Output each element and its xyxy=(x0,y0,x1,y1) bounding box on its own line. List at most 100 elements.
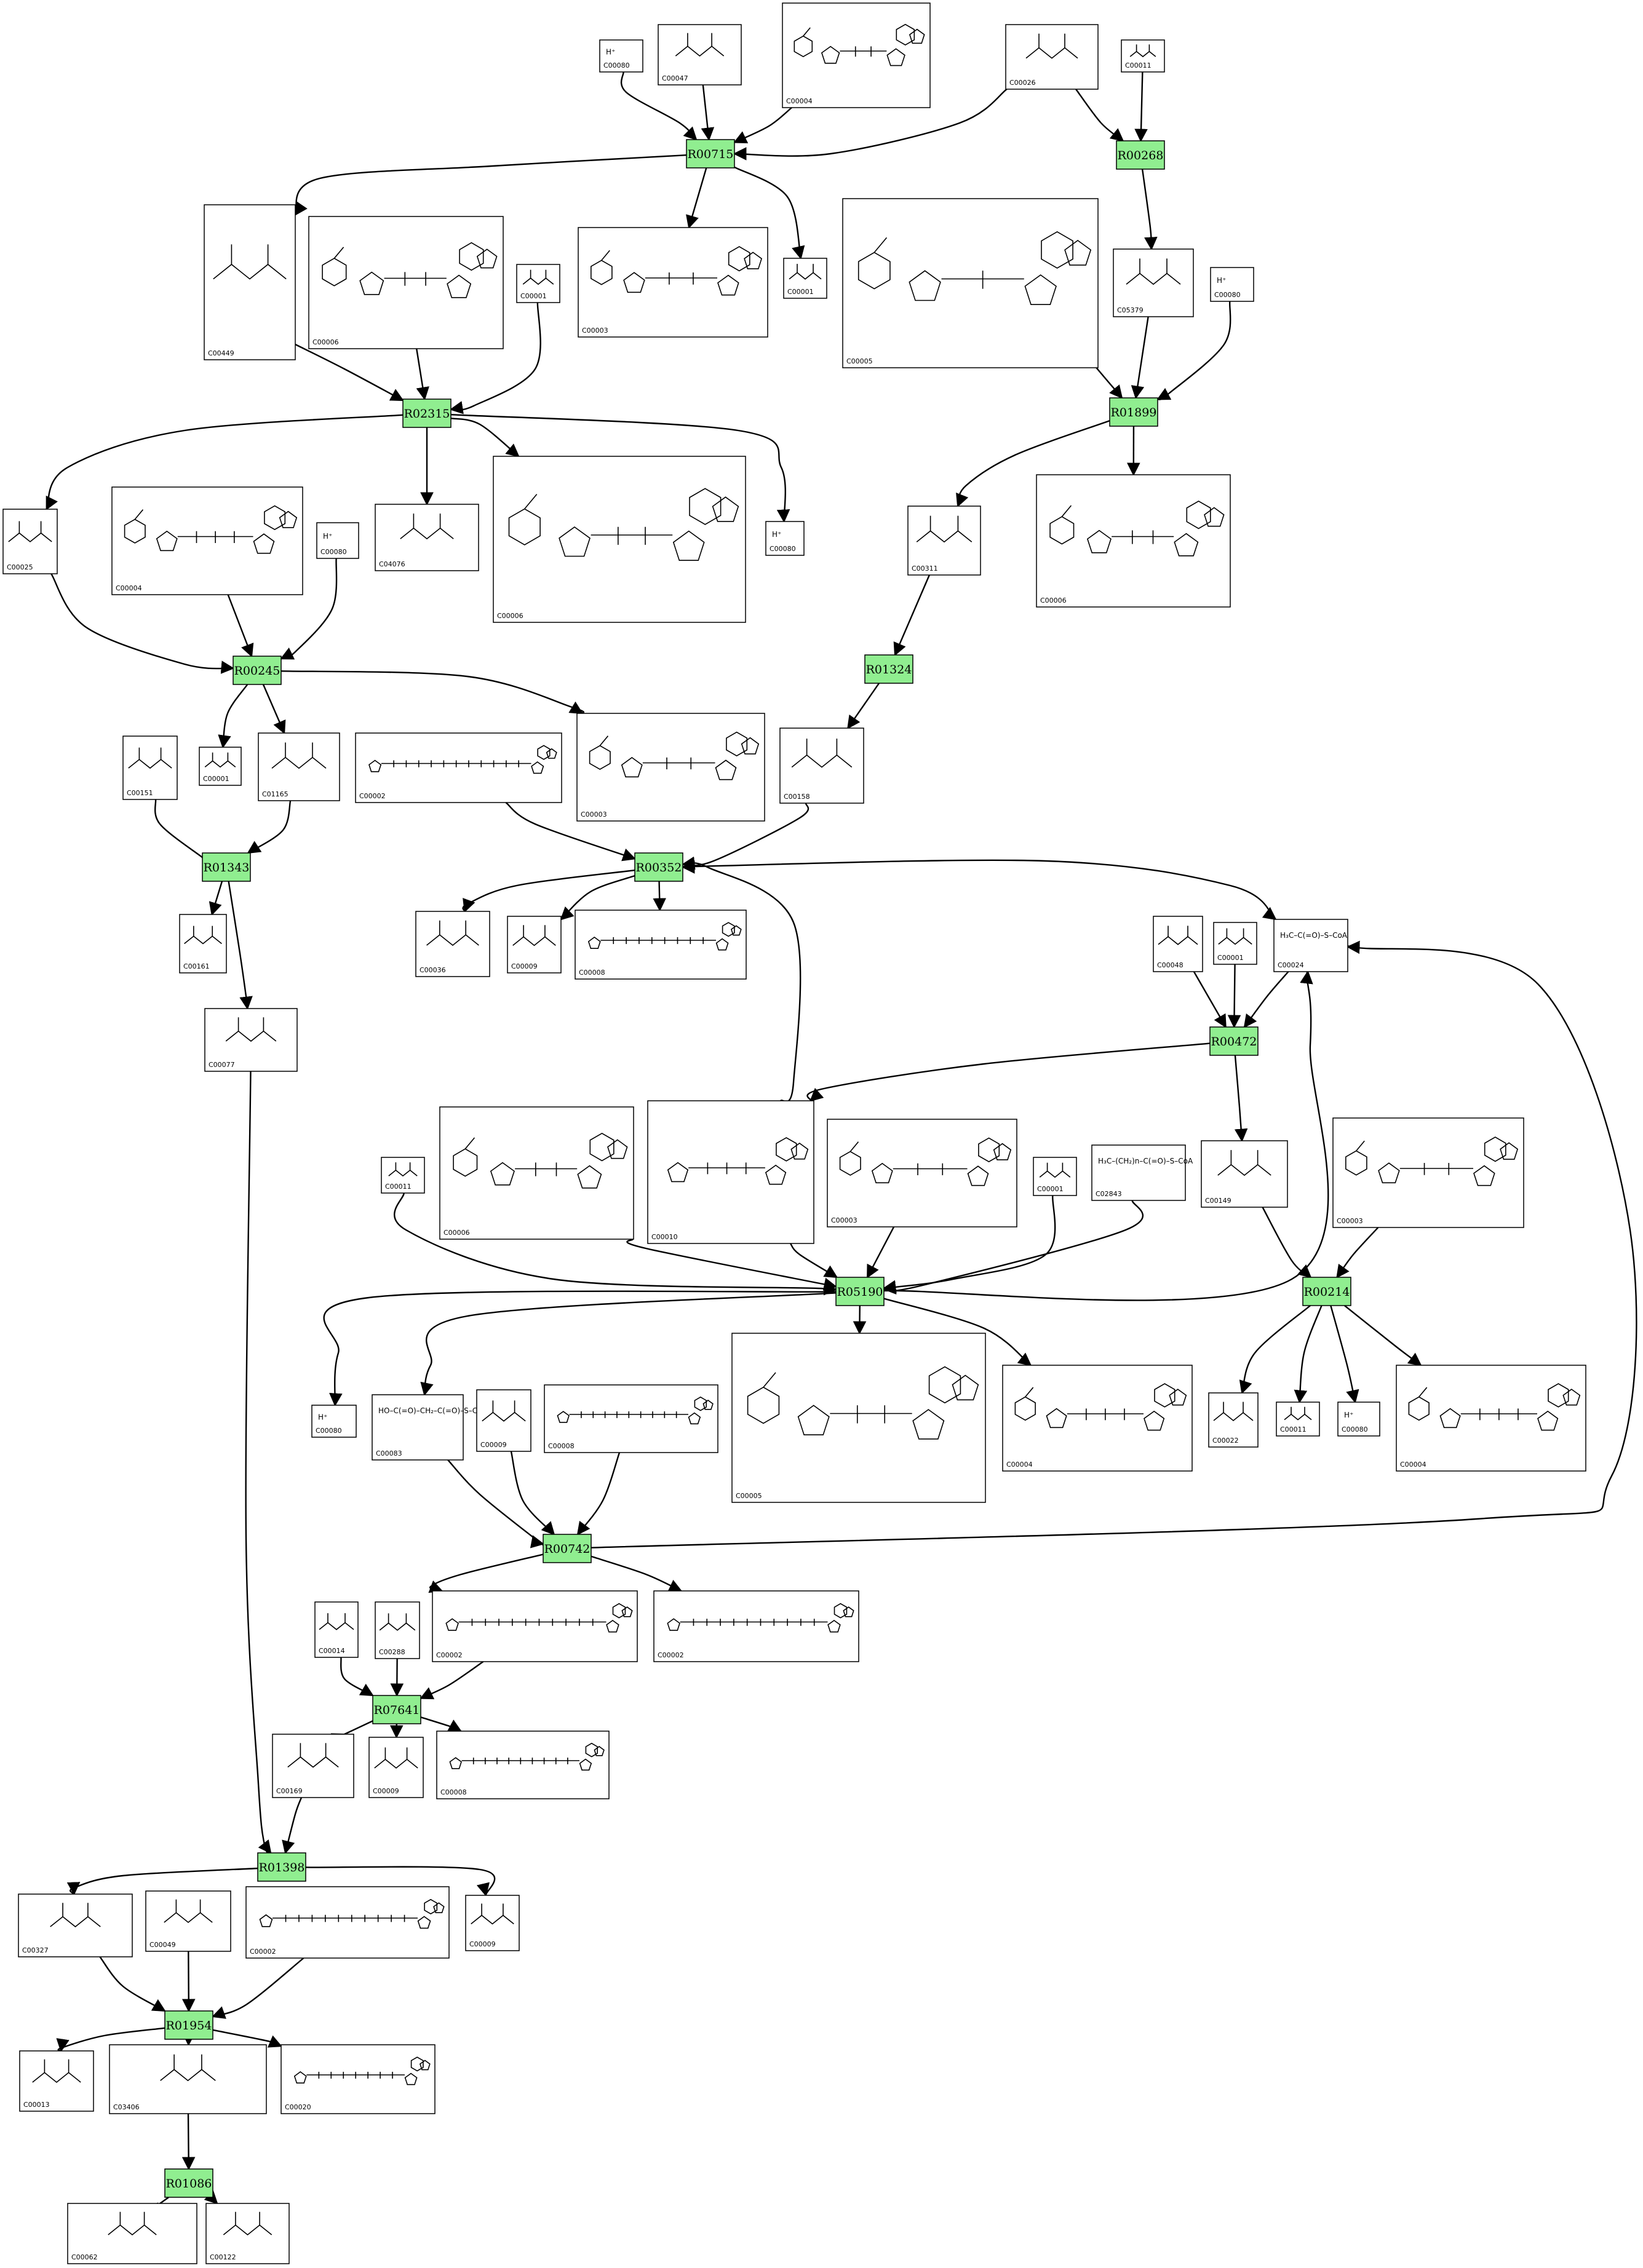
compound-node-c64[interactable]: C00009 xyxy=(465,1895,520,1951)
compound-node-c43[interactable]: C00003 xyxy=(1332,1117,1524,1228)
compound-box xyxy=(782,2,931,108)
compound-node-c4[interactable]: C00026 xyxy=(1005,24,1099,90)
compound-node-c33[interactable]: C00001 xyxy=(1213,922,1257,965)
compound-node-c2[interactable]: C00047 xyxy=(658,24,742,85)
compound-node-c49[interactable]: C00004 xyxy=(1002,1365,1193,1472)
reaction-node-r01954[interactable]: R01954 xyxy=(164,2010,213,2040)
compound-node-c22[interactable]: C00151 xyxy=(122,736,178,800)
compound-node-c40[interactable]: C00001 xyxy=(1033,1157,1077,1196)
compound-node-c39[interactable]: C00003 xyxy=(827,1119,1017,1227)
reaction-node-r00245[interactable]: R00245 xyxy=(233,656,282,685)
compound-node-c24[interactable]: C01165 xyxy=(258,732,340,801)
compound-node-c50[interactable]: C00022 xyxy=(1208,1392,1259,1448)
compound-node-c36[interactable]: C00011 xyxy=(381,1157,425,1194)
reaction-node-r00214[interactable]: R00214 xyxy=(1302,1277,1351,1306)
reaction-node-r00472[interactable]: R00472 xyxy=(1209,1026,1259,1056)
compound-node-c58[interactable]: C00169 xyxy=(272,1734,354,1798)
compound-node-c1[interactable]: H⁺C00080 xyxy=(599,39,643,73)
compound-node-c19[interactable]: H⁺C00080 xyxy=(765,521,805,556)
compound-node-c48[interactable]: C00005 xyxy=(731,1333,986,1503)
compound-box xyxy=(658,24,742,85)
compound-node-c44[interactable]: H⁺C00080 xyxy=(311,1405,357,1438)
compound-node-c28[interactable]: C00161 xyxy=(179,914,227,973)
reaction-node-r01086[interactable]: R01086 xyxy=(164,2168,213,2198)
compound-node-c26[interactable]: C00003 xyxy=(576,713,765,822)
compound-node-c57[interactable]: C00002 xyxy=(653,1590,859,1662)
compound-node-c65[interactable]: C00013 xyxy=(19,2050,94,2112)
compound-node-c68[interactable]: C00062 xyxy=(67,2203,197,2264)
reaction-box xyxy=(686,139,735,169)
compound-node-c27[interactable]: C00158 xyxy=(779,728,864,804)
compound-node-c17[interactable]: C04076 xyxy=(375,504,479,571)
compound-node-c51[interactable]: C00011 xyxy=(1276,1402,1320,1437)
structure-drawing xyxy=(1039,1162,1071,1178)
compound-box xyxy=(1005,24,1099,90)
compound-node-c67[interactable]: C00020 xyxy=(280,2044,436,2114)
edge-c3-R00715 xyxy=(733,107,792,143)
compound-node-c59[interactable]: C00009 xyxy=(368,1737,424,1798)
compound-box xyxy=(109,2044,267,2114)
reaction-node-r00742[interactable]: R00742 xyxy=(543,1534,592,1563)
compound-node-c12[interactable]: C05379 xyxy=(1113,248,1194,317)
edge-c39-R05190 xyxy=(867,1226,895,1279)
compound-node-c63[interactable]: C00002 xyxy=(245,1886,450,1959)
compound-node-c11[interactable]: C00005 xyxy=(842,198,1099,368)
reaction-node-r00352[interactable]: R00352 xyxy=(634,852,683,882)
compound-node-c56[interactable]: C00002 xyxy=(432,1590,638,1662)
reaction-node-r01343[interactable]: R01343 xyxy=(202,852,251,882)
compound-node-c29[interactable]: C00036 xyxy=(415,911,490,977)
compound-node-c10[interactable]: C00001 xyxy=(783,258,827,299)
compound-node-c35[interactable]: C00077 xyxy=(204,1008,298,1072)
edge-R00742-c56 xyxy=(428,1553,544,1593)
reaction-node-r01398[interactable]: R01398 xyxy=(257,1852,306,1882)
compound-node-c47[interactable]: C00008 xyxy=(544,1384,718,1453)
reaction-node-r01899[interactable]: R01899 xyxy=(1109,397,1158,427)
compound-node-c30[interactable]: C00009 xyxy=(507,916,562,973)
compound-node-c32[interactable]: C00048 xyxy=(1153,916,1203,972)
edge-R00214-c50 xyxy=(1239,1305,1311,1395)
compound-node-c23[interactable]: C00001 xyxy=(199,747,242,786)
compound-node-c62[interactable]: C00049 xyxy=(145,1890,231,1952)
compound-node-c15[interactable]: C00004 xyxy=(111,486,303,595)
compound-node-c25[interactable]: C00002 xyxy=(355,732,562,803)
compound-node-c66[interactable]: C03406 xyxy=(109,2044,267,2114)
compound-id: C00025 xyxy=(7,563,33,571)
compound-node-c52[interactable]: H⁺C00080 xyxy=(1337,1402,1380,1437)
reaction-label: R00742 xyxy=(544,1542,591,1556)
compound-node-c7[interactable]: C00006 xyxy=(308,216,504,349)
reaction-node-r00268[interactable]: R00268 xyxy=(1116,140,1165,170)
compound-node-c42[interactable]: C00149 xyxy=(1201,1140,1288,1208)
compound-node-c31[interactable]: C00008 xyxy=(575,910,747,980)
compound-node-c8[interactable]: C00001 xyxy=(516,264,560,303)
compound-node-c18[interactable]: C00006 xyxy=(493,456,746,623)
compound-node-c13[interactable]: H⁺C00080 xyxy=(1210,267,1254,302)
compound-node-c69[interactable]: C00122 xyxy=(205,2203,290,2264)
compound-node-c37[interactable]: C00006 xyxy=(439,1106,634,1240)
compound-node-c54[interactable]: C00014 xyxy=(314,1601,359,1658)
compound-box xyxy=(1201,1140,1288,1208)
structure-drawing xyxy=(1025,33,1078,59)
compound-node-c5[interactable]: C00011 xyxy=(1121,39,1165,73)
compound-node-c16[interactable]: H⁺C00080 xyxy=(316,522,359,559)
reaction-node-r07641[interactable]: R07641 xyxy=(372,1695,421,1724)
compound-node-c60[interactable]: C00008 xyxy=(436,1731,610,1799)
compound-node-c53[interactable]: C00004 xyxy=(1396,1365,1586,1472)
compound-node-c9[interactable]: C00003 xyxy=(578,227,768,338)
reaction-node-r01324[interactable]: R01324 xyxy=(864,654,913,684)
compound-node-c6[interactable]: C00449 xyxy=(204,204,296,360)
reaction-node-r00715[interactable]: R00715 xyxy=(686,139,735,169)
compound-node-c46[interactable]: C00009 xyxy=(476,1389,531,1452)
compound-node-c61[interactable]: C00327 xyxy=(18,1893,133,1957)
reaction-node-r02315[interactable]: R02315 xyxy=(402,398,452,428)
reaction-node-r05190[interactable]: R05190 xyxy=(835,1277,885,1306)
compound-node-c21[interactable]: C00006 xyxy=(1036,474,1231,608)
compound-node-c14[interactable]: C00025 xyxy=(2,509,58,574)
compound-node-c3[interactable]: C00004 xyxy=(782,2,931,108)
compound-node-c55[interactable]: C00288 xyxy=(375,1601,420,1659)
compound-node-c20[interactable]: C00311 xyxy=(907,506,981,576)
compound-box xyxy=(204,204,296,360)
compound-node-c38[interactable]: C00010 xyxy=(647,1100,814,1244)
